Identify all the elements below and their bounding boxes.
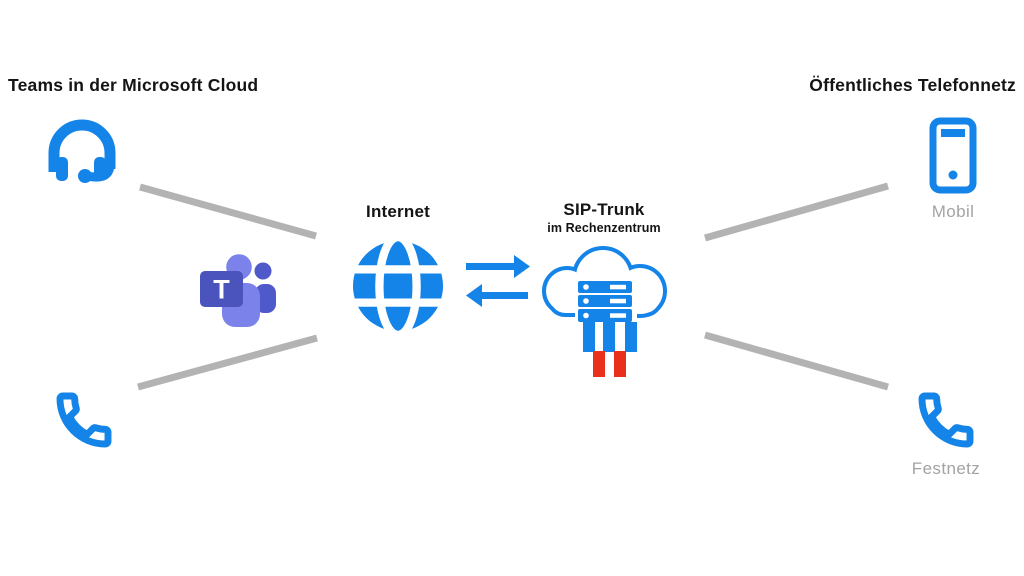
connector-line <box>139 183 317 240</box>
mobile-label: Mobil <box>931 202 975 221</box>
internet-label: Internet <box>366 202 430 221</box>
sip-trunk-label: SIP-Trunk <box>563 200 645 219</box>
server-rack <box>578 281 632 322</box>
headset-icon <box>48 119 116 183</box>
right-section-title: Öffentliches Telefonnetz <box>809 75 1016 95</box>
globe-icon <box>352 232 444 340</box>
connector-line <box>704 331 889 391</box>
connector-line <box>137 334 318 391</box>
phone-handset-icon <box>56 392 112 448</box>
phone-handset-icon <box>918 392 974 448</box>
microsoft-teams-logo: T <box>200 254 276 327</box>
mobile-phone-icon <box>929 117 977 194</box>
trunk-cables <box>583 322 637 377</box>
landline-label: Festnetz <box>911 459 981 478</box>
teams-logo-letter: T <box>213 275 230 305</box>
left-section-title: Teams in der Microsoft Cloud <box>8 75 259 95</box>
connector-line <box>704 182 889 242</box>
cloud-datacenter-icon <box>542 246 667 377</box>
sip-trunk-sublabel: im Rechenzentrum <box>547 221 661 235</box>
transfer-arrows-icon <box>466 255 530 307</box>
